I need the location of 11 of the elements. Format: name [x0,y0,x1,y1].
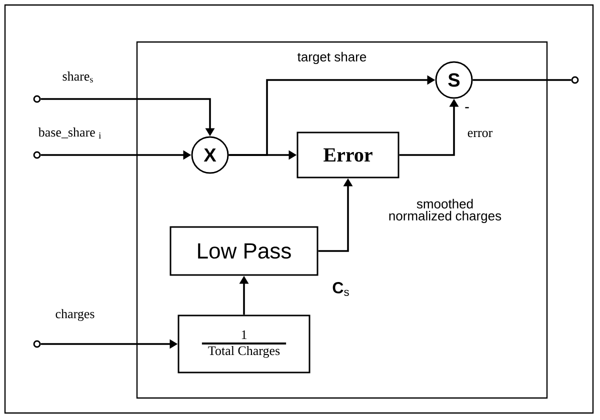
port-label: base_share $_{i}$ [38,128,101,138]
signal-label: C$_{s}$ [332,282,349,296]
block-box: Low Pass [170,226,318,276]
edge-label: error [466,130,494,138]
signal-label: smoothed normalized charges [389,198,502,224]
port-label: charges [56,309,94,321]
fraction-box: 1 Total Charges [178,314,310,374]
block-box: Error [296,132,400,178]
edge-label: target share [296,50,368,66]
sign-label: - [465,107,469,108]
port-label: share$_{s}$ [62,72,93,82]
